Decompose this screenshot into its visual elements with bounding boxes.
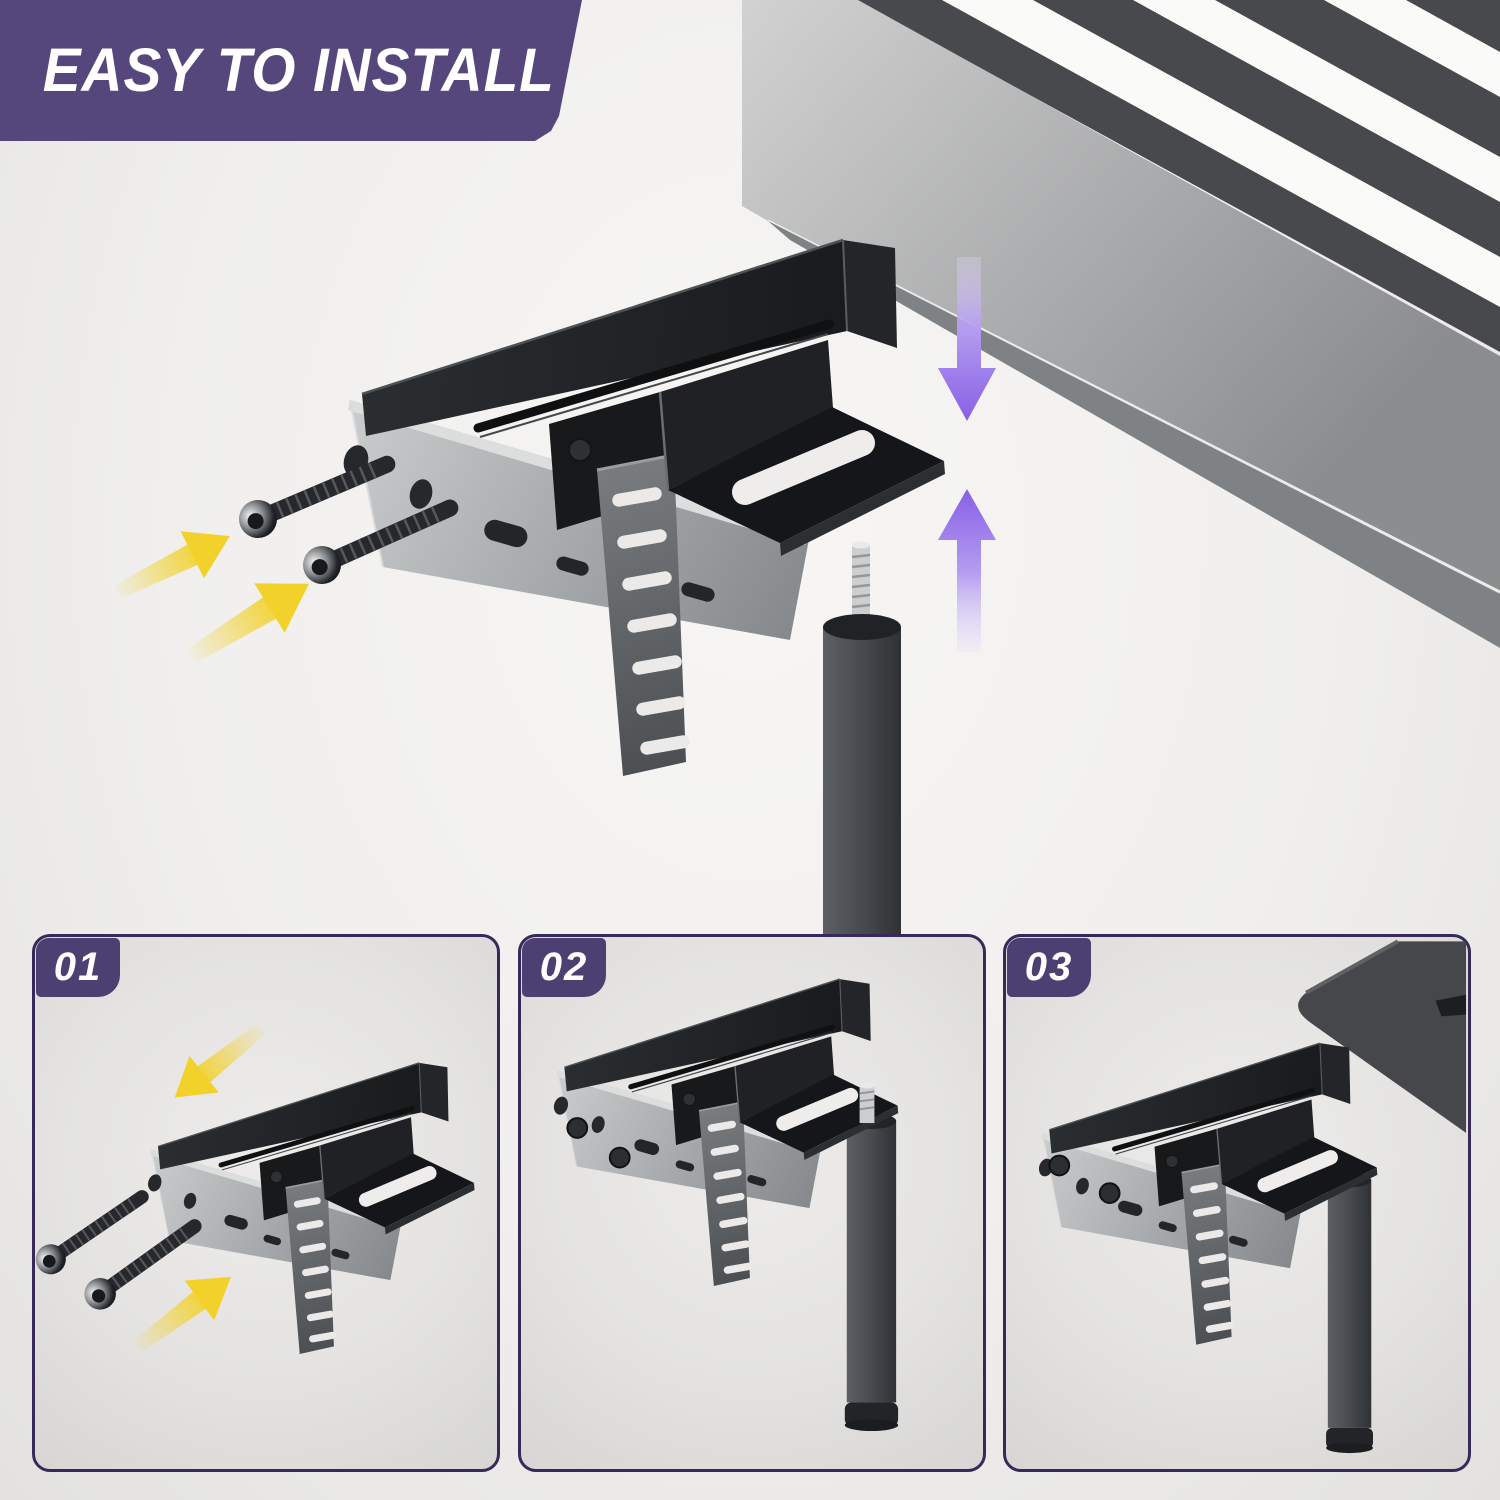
step-01-illustration: [35, 1009, 497, 1368]
step-badge: 01: [36, 938, 120, 997]
yellow-insert-arrow-icon: [175, 559, 325, 682]
installed-screw-head: [1048, 1154, 1071, 1177]
step-badge: 03: [1007, 938, 1091, 997]
side-rail: [742, 0, 1500, 594]
adjustable-leg: [844, 1113, 899, 1432]
step-number: 03: [1024, 945, 1074, 989]
adjustable-leg: [1326, 1173, 1373, 1454]
installed-screw-head: [566, 1117, 589, 1139]
step-badge: 02: [522, 938, 606, 997]
installed-screw-head: [608, 1146, 631, 1169]
bed-frame-corner: [1298, 939, 1467, 1133]
step-panel-01: 01: [32, 934, 500, 1472]
slat-gap: [942, 0, 1500, 307]
yellow-insert-arrow-icon: [160, 1009, 278, 1116]
main-installation-illustration: [105, 0, 1500, 935]
yellow-insert-arrow-icon: [105, 512, 242, 616]
adjustable-leg: [823, 540, 901, 935]
purple-up-arrow-icon: [938, 489, 996, 652]
purple-down-arrow-icon: [938, 257, 996, 421]
step-number: 01: [53, 945, 103, 989]
threaded-stud-icon: [859, 1082, 875, 1124]
bed-frame-corner: [742, 0, 1500, 648]
banner: EASY TO INSTALL: [0, 0, 582, 141]
installed-screw-head: [1098, 1182, 1121, 1204]
step-panel-02: 02: [518, 934, 986, 1472]
banner-title: EASY TO INSTALL: [42, 36, 555, 104]
slat-gap: [1133, 0, 1500, 202]
slat-gap: [1324, 0, 1500, 97]
step-02-illustration: [521, 937, 983, 1432]
step-panel-03: 03: [1003, 934, 1471, 1472]
step-number: 02: [539, 945, 589, 989]
step-03-illustration: [1006, 939, 1467, 1454]
